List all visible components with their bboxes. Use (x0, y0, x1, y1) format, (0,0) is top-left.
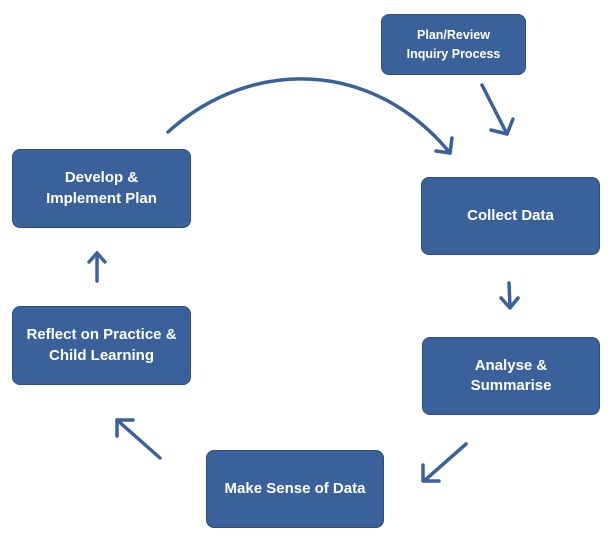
node-analyse-summarise: Analyse & Summarise (422, 337, 600, 415)
arrow-analyse-to-sense (421, 442, 468, 483)
arrow-sense-to-reflect (115, 418, 162, 460)
node-collect-data: Collect Data (421, 177, 600, 255)
node-make-sense: Make Sense of Data (206, 450, 384, 528)
node-analyse-line1: Analyse & (474, 356, 548, 374)
node-reflect-line2: Child Learning (49, 346, 154, 364)
node-reflect: Reflect on Practice & Child Learning (12, 306, 191, 385)
node-collect-data-label: Collect Data (467, 206, 554, 224)
arrow-collect-to-analyse (499, 281, 520, 310)
node-make-sense-label: Make Sense of Data (224, 479, 366, 497)
node-reflect-line1: Reflect on Practice & (26, 326, 177, 344)
node-analyse-line2: Summarise (470, 377, 552, 394)
arrow-plan-to-collect (480, 83, 515, 136)
node-plan-review-line2: Inquiry Process (406, 46, 501, 61)
arrow-reflect-to-develop (87, 251, 107, 283)
node-plan-review: Plan/Review Inquiry Process (381, 14, 526, 75)
node-plan-review-line1: Plan/Review (417, 28, 490, 43)
arrow-develop-to-collect (166, 77, 454, 155)
node-develop-line1: Develop & (64, 169, 139, 187)
node-develop: Develop & Implement Plan (12, 149, 191, 228)
node-develop-line2: Implement Plan (46, 189, 157, 207)
